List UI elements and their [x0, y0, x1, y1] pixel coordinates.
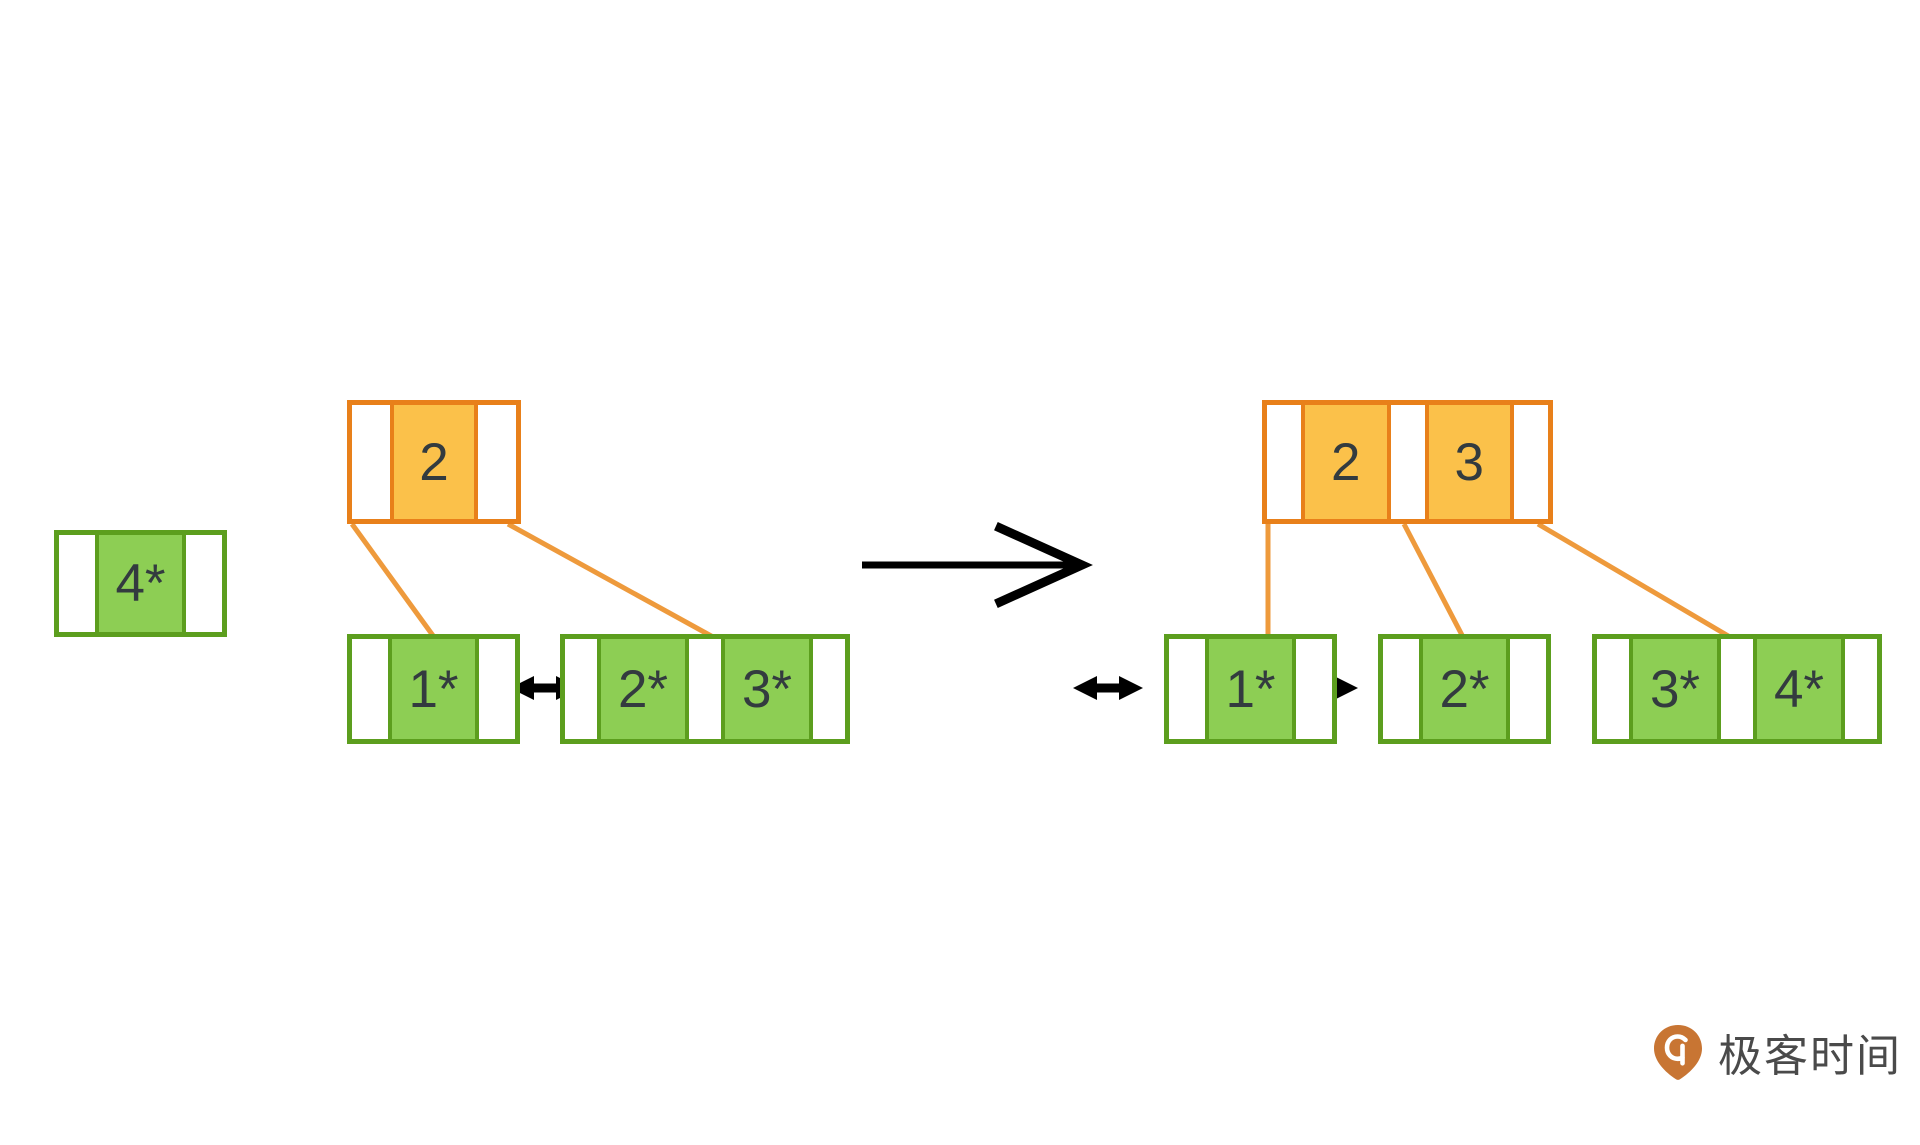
node-key-cell: 3*: [1629, 639, 1721, 739]
node-key-cell: 4*: [1753, 639, 1845, 739]
node-pointer-cell: [478, 405, 516, 519]
sibling-arrow-after-0: [1073, 676, 1143, 700]
connector-before-0: [349, 522, 437, 639]
inserted-key-node[interactable]: 4*: [54, 530, 227, 637]
node-key-cell: 1*: [388, 639, 479, 739]
node-pointer-cell: [1597, 639, 1629, 739]
node-key-cell: 4*: [95, 535, 186, 632]
node-key-cell: 2*: [597, 639, 689, 739]
geektime-logo-icon: [1654, 1025, 1702, 1080]
node-key-cell: 1*: [1205, 639, 1296, 739]
node-pointer-cell: [352, 405, 390, 519]
leaf-node-1-before[interactable]: 1*: [347, 634, 520, 744]
node-pointer-cell: [1721, 639, 1753, 739]
node-pointer-cell: [689, 639, 721, 739]
watermark-text: 极客时间: [1718, 1031, 1902, 1082]
leaf-node-2-after[interactable]: 2*: [1378, 634, 1551, 744]
transition-arrow: [862, 522, 1093, 608]
leaf-node-3-after[interactable]: 3* 4*: [1592, 634, 1882, 744]
internal-node-after[interactable]: 2 3: [1262, 400, 1553, 524]
node-key-cell: 2: [390, 405, 478, 519]
node-pointer-cell: [59, 535, 95, 632]
node-pointer-cell: [565, 639, 597, 739]
connector-after-1: [1401, 522, 1466, 639]
node-pointer-cell: [1383, 639, 1419, 739]
connector-after-2: [1536, 521, 1732, 640]
node-key-cell: 2*: [1419, 639, 1510, 739]
node-key-cell: 2: [1301, 405, 1391, 519]
node-pointer-cell: [1514, 405, 1548, 519]
node-pointer-cell: [1169, 639, 1205, 739]
internal-node-before[interactable]: 2: [347, 400, 521, 524]
node-pointer-cell: [1845, 639, 1877, 739]
node-pointer-cell: [1510, 639, 1546, 739]
node-key-cell: 3*: [721, 639, 813, 739]
node-pointer-cell: [1267, 405, 1301, 519]
node-pointer-cell: [1296, 639, 1332, 739]
leaf-node-1-after[interactable]: 1*: [1164, 634, 1337, 744]
node-pointer-cell: [186, 535, 222, 632]
node-pointer-cell: [1390, 405, 1425, 519]
geektime-watermark: 极客时间: [1652, 1020, 1902, 1084]
node-pointer-cell: [479, 639, 515, 739]
node-pointer-cell: [813, 639, 845, 739]
node-key-cell: 3: [1424, 405, 1514, 519]
node-pointer-cell: [352, 639, 388, 739]
leaf-node-2-before[interactable]: 2* 3*: [560, 634, 850, 744]
connector-before-1: [506, 521, 715, 640]
